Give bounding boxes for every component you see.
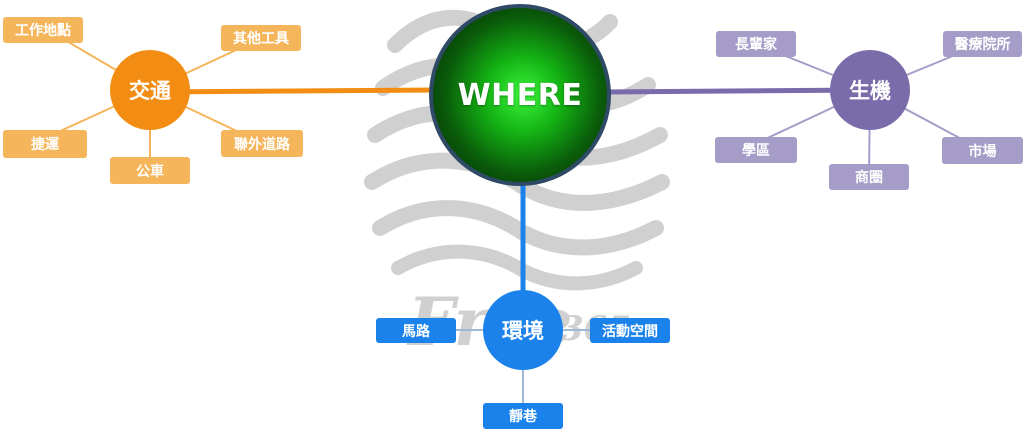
transport-item-label: 工作地點 — [15, 23, 71, 39]
environment-item-quiet-lane[interactable]: 靜巷 — [483, 403, 563, 429]
transport-item-work[interactable]: 工作地點 — [3, 17, 83, 43]
environment-item-label: 馬路 — [402, 323, 430, 340]
transport-item-bus[interactable]: 公車 — [110, 157, 190, 184]
environment-item-label: 靜巷 — [509, 409, 537, 425]
environment-item-road[interactable]: 馬路 — [376, 318, 456, 343]
transport-item-label: 公車 — [136, 163, 164, 180]
transport-item-label: 聯外道路 — [234, 136, 290, 153]
transport-item-label: 捷運 — [31, 137, 59, 153]
transport-item-label: 其他工具 — [233, 31, 289, 47]
environment-item-label: 活動空間 — [602, 323, 658, 340]
environment-item-activity-space[interactable]: 活動空間 — [590, 318, 670, 343]
environment-label: 環境 — [502, 319, 544, 343]
life-item-school[interactable]: 學區 — [715, 137, 797, 163]
life-item-label: 醫療院所 — [954, 37, 1011, 53]
life-item-label: 市場 — [968, 143, 997, 160]
hub-label: WHERE — [457, 77, 583, 113]
life-item-label: 商圈 — [855, 170, 883, 186]
life-label: 生機 — [849, 79, 891, 103]
transport-item-other[interactable]: 其他工具 — [221, 25, 301, 51]
transport-label: 交通 — [129, 79, 171, 103]
transport-link — [149, 87, 441, 95]
life-link — [599, 87, 871, 95]
transport-item-mrt[interactable]: 捷運 — [3, 130, 87, 158]
life-item-label: 長輩家 — [735, 37, 777, 53]
life-item-elders[interactable]: 長輩家 — [716, 31, 796, 57]
environment-node[interactable]: 環境 — [483, 290, 563, 370]
hub-node[interactable]: WHERE — [429, 4, 611, 186]
transport-node[interactable]: 交通 — [110, 50, 190, 130]
transport-item-road[interactable]: 聯外道路 — [221, 130, 303, 157]
life-item-shopping[interactable]: 商圈 — [829, 164, 909, 190]
life-item-market[interactable]: 市場 — [942, 137, 1023, 164]
life-item-label: 學區 — [742, 143, 770, 159]
life-item-medical[interactable]: 醫療院所 — [943, 31, 1022, 57]
life-node[interactable]: 生機 — [830, 50, 910, 130]
